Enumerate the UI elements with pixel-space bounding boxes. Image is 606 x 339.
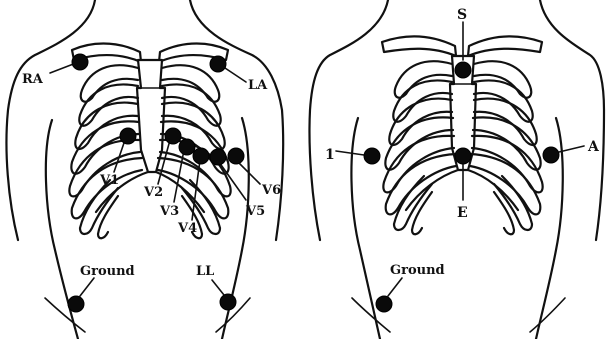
- one-leader-line: [336, 151, 364, 155]
- v2-electrode: [165, 128, 181, 144]
- right-clavicle-left: [382, 36, 456, 56]
- v6-label: V6: [261, 183, 281, 198]
- a-leader-line: [559, 146, 584, 152]
- right-ribs-right-side: [470, 61, 543, 234]
- s-label: S: [457, 7, 467, 23]
- right-ground-label: Ground: [390, 263, 445, 278]
- v5-electrode: [210, 149, 226, 165]
- ll-electrode: [220, 294, 236, 310]
- ra-electrode: [72, 54, 88, 70]
- ll-leader-line: [212, 280, 224, 295]
- left-sternum: [137, 60, 165, 172]
- v3-electrode: [179, 139, 195, 155]
- s-electrode: [455, 62, 471, 78]
- v6-electrode: [228, 148, 244, 164]
- right-hip-crease-right: [530, 298, 565, 332]
- la-label: LA: [248, 78, 268, 93]
- one-label: 1: [325, 147, 335, 163]
- v1-electrode: [120, 128, 136, 144]
- left-torso: [6, 0, 283, 339]
- right-torso-outline-left: [309, 0, 388, 240]
- la-leader-line: [222, 66, 246, 82]
- v5-label: V5: [245, 204, 265, 219]
- v4-label: V4: [177, 221, 197, 236]
- right-clavicle-right: [468, 36, 542, 56]
- left-ribs-left-side: [69, 65, 142, 238]
- v3-label: V3: [159, 204, 179, 219]
- left-ground-label: Ground: [80, 264, 135, 279]
- v1-label: V1: [99, 173, 119, 188]
- v4-electrode: [193, 148, 209, 164]
- right-ground-electrode: [376, 296, 392, 312]
- ra-label: RA: [22, 72, 44, 87]
- left-torso-outline-left: [6, 0, 95, 240]
- la-electrode: [210, 56, 226, 72]
- v2-label: V2: [143, 185, 163, 200]
- left-ground-leader-line: [80, 278, 94, 296]
- one-electrode: [364, 148, 380, 164]
- e-label: E: [457, 205, 468, 221]
- right-electrodes: S 1 A E Ground: [325, 7, 600, 312]
- left-ground-electrode: [68, 296, 84, 312]
- right-ribs-left-side: [383, 61, 456, 234]
- left-torso-outline-right: [190, 0, 283, 240]
- ll-label: LL: [196, 264, 214, 279]
- right-torso: [309, 0, 604, 339]
- a-electrode: [543, 147, 559, 163]
- e-electrode: [455, 148, 471, 164]
- a-label: A: [587, 139, 600, 155]
- right-torso-outline-right: [540, 0, 604, 240]
- right-ground-leader-line: [388, 278, 402, 296]
